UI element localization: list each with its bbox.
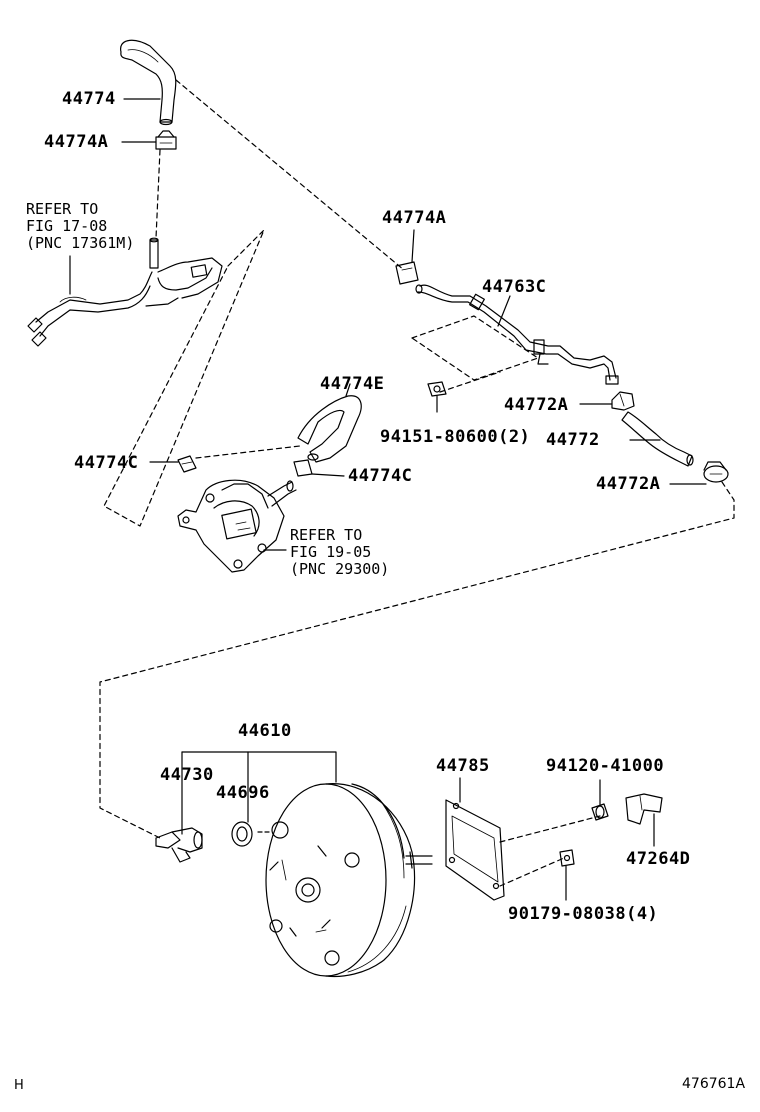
part-label-44774[interactable]: 44774: [62, 89, 116, 109]
hose-44772-shape: [621, 411, 694, 467]
clip-44774A-top-shape: [155, 130, 177, 150]
hose-44774E-shape: [297, 395, 362, 463]
part-label-44696[interactable]: 44696: [216, 783, 270, 803]
diagram-code: 476761A: [682, 1076, 746, 1092]
part-label-44772[interactable]: 44772: [546, 430, 600, 450]
check-valve-44730-shape: [155, 827, 203, 863]
grommet-44696-shape: [231, 821, 253, 847]
refer-note-line: REFER TO: [290, 526, 363, 544]
refer-note-29300[interactable]: REFER TO FIG 19-05 (PNC 29300): [290, 528, 389, 577]
pipe-assembly-17361M-shape: [27, 237, 223, 347]
nut-90179-shape: [559, 849, 575, 867]
clamp-44772A-1-shape: [611, 391, 635, 411]
part-label-44785[interactable]: 44785: [436, 756, 490, 776]
part-label-44774A-mid[interactable]: 44774A: [382, 208, 447, 228]
vacuum-hose-44774-shape: [120, 39, 177, 126]
refer-note-line: (PNC 29300): [290, 560, 390, 578]
part-label-44610[interactable]: 44610: [238, 721, 292, 741]
part-label-94120[interactable]: 94120-41000: [546, 756, 665, 776]
refer-note-line: FIG 19-05: [290, 543, 372, 561]
part-label-90179[interactable]: 90179-08038(4): [508, 904, 659, 924]
part-label-44774A-top[interactable]: 44774A: [44, 132, 109, 152]
refer-note-line: REFER TO: [26, 200, 99, 218]
part-label-44774C-right[interactable]: 44774C: [348, 466, 413, 486]
part-label-44774E[interactable]: 44774E: [320, 374, 385, 394]
gasket-44785-shape: [445, 799, 505, 901]
clamp-44772A-2-shape: [703, 461, 729, 483]
part-label-44730[interactable]: 44730: [160, 765, 214, 785]
part-label-47264D[interactable]: 47264D: [626, 849, 691, 869]
part-label-44772A-1[interactable]: 44772A: [504, 395, 569, 415]
vacuum-pipe-44763C-shape: [415, 284, 619, 385]
brake-booster-44610-shape: [265, 783, 433, 978]
clip-44774A-mid-shape: [395, 261, 419, 285]
refer-note-line: (PNC 17361M): [26, 234, 135, 252]
refer-note-17361M[interactable]: REFER TO FIG 17-08 (PNC 17361M): [26, 202, 134, 251]
bracket-47264D-shape: [625, 793, 663, 825]
vacuum-pump-29300-shape: [177, 479, 297, 573]
footer-left-mark: H: [14, 1078, 24, 1093]
nut-94151-shape: [427, 381, 447, 397]
part-label-44774C-left[interactable]: 44774C: [74, 453, 139, 473]
part-label-94151[interactable]: 94151-80600(2): [380, 427, 531, 447]
part-label-44763C[interactable]: 44763C: [482, 277, 547, 297]
refer-note-line: FIG 17-08: [26, 217, 108, 235]
part-label-44772A-2[interactable]: 44772A: [596, 474, 661, 494]
clip-44774C-left-shape: [177, 455, 197, 473]
clip-44774C-right-shape: [293, 459, 313, 477]
